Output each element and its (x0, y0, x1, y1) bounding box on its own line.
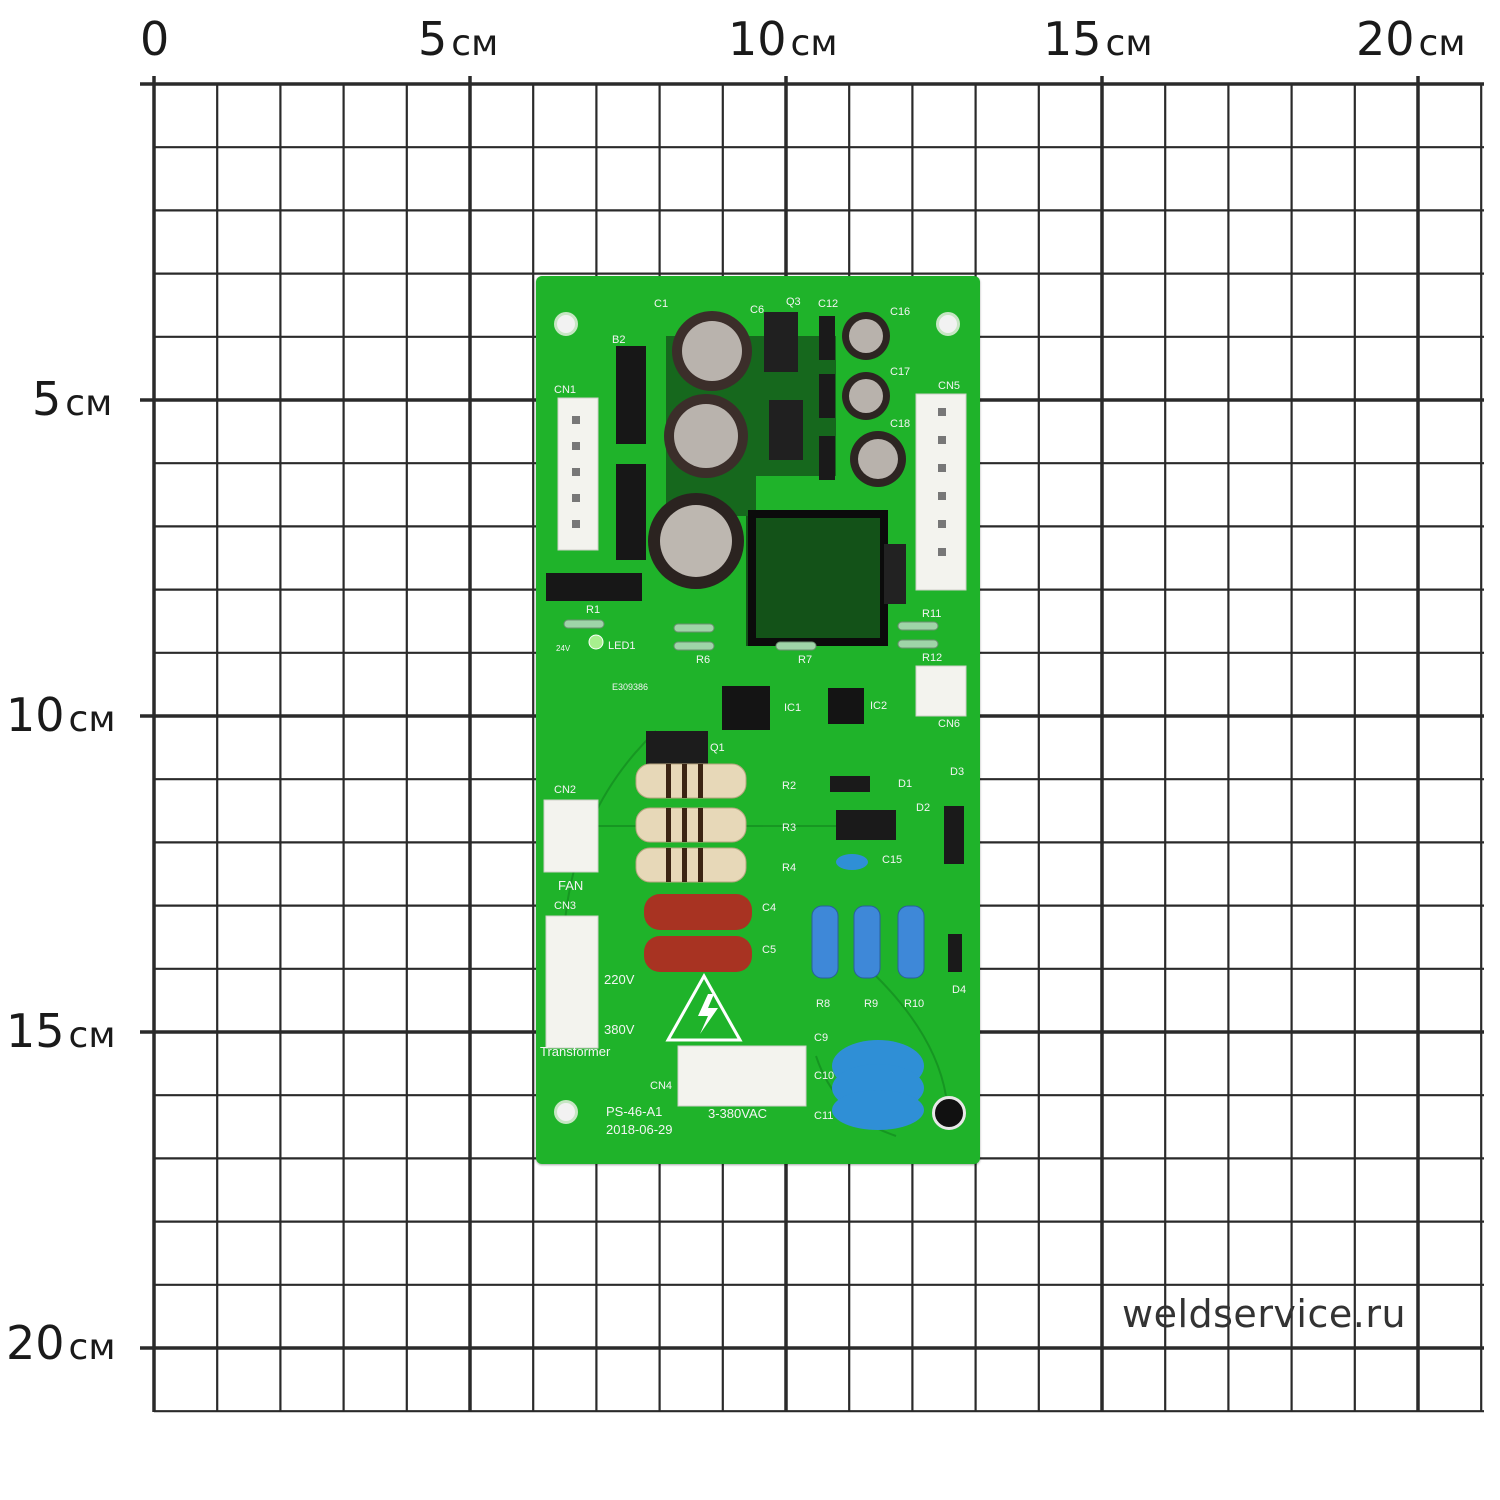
label-r6: R6 (696, 654, 711, 666)
label-c9: C9 (814, 1032, 829, 1044)
label-date: 2018-06-29 (606, 1122, 673, 1137)
label-b2: B2 (612, 334, 626, 346)
label-r8: R8 (816, 998, 831, 1010)
label-cn1: CN1 (554, 384, 577, 396)
label-c11: C11 (814, 1110, 834, 1122)
label-r7: R7 (798, 654, 813, 666)
mounting-hole-top-right (936, 312, 960, 336)
label-cn3: CN3 (554, 900, 577, 912)
label-r12: R12 (922, 652, 943, 664)
mounting-hole-top-left (554, 312, 578, 336)
label-c1: C1 (654, 298, 669, 310)
label-transformer: Transformer (540, 1044, 611, 1059)
label-c17: C17 (890, 366, 911, 378)
label-r3: R3 (782, 822, 797, 834)
label-d1: D1 (898, 778, 913, 790)
label-cn4: CN4 (650, 1080, 673, 1092)
label-ic2: IC2 (870, 700, 888, 712)
label-c12: C12 (818, 298, 839, 310)
label-r4: R4 (782, 862, 797, 874)
label-24v: 24V (556, 644, 571, 653)
label-cert: E309386 (612, 682, 649, 692)
label-c18: C18 (890, 418, 911, 430)
label-cn5: CN5 (938, 380, 961, 392)
label-q1: Q1 (710, 742, 725, 754)
label-r2: R2 (782, 780, 797, 792)
label-led1: LED1 (608, 640, 636, 652)
board-components (543, 311, 967, 1137)
label-d3: D3 (950, 766, 965, 778)
mounting-hole-bottom-right (932, 1096, 966, 1130)
label-d4: D4 (952, 984, 967, 996)
label-ic1: IC1 (784, 702, 802, 714)
label-fan: FAN (558, 878, 584, 893)
label-c10: C10 (814, 1070, 835, 1082)
label-cn6: CN6 (938, 718, 961, 730)
mounting-hole-bottom-left (554, 1100, 578, 1124)
label-r9: R9 (864, 998, 879, 1010)
label-c5: C5 (762, 944, 777, 956)
watermark: weldservice.ru (1122, 1292, 1407, 1336)
label-380v: 380V (604, 1022, 635, 1037)
label-c16: C16 (890, 306, 911, 318)
label-r11: R11 (922, 608, 942, 620)
label-c6: C6 (750, 304, 765, 316)
label-model: PS-46-A1 (606, 1104, 663, 1119)
x-label-0: 0 (140, 12, 170, 66)
label-r10: R10 (904, 998, 925, 1010)
label-cn2: CN2 (554, 784, 577, 796)
label-q3: Q3 (786, 296, 801, 308)
label-220v: 220V (604, 972, 635, 987)
label-c4: C4 (762, 902, 777, 914)
label-c15: C15 (882, 854, 903, 866)
label-d2: D2 (916, 802, 931, 814)
circuit-board: CN1 B2 C1 C6 Q3 C12 C16 C17 C18 CN5 R1 2… (536, 276, 980, 1164)
label-input-voltage: 3-380VAC (708, 1106, 768, 1121)
label-r1: R1 (586, 604, 601, 616)
